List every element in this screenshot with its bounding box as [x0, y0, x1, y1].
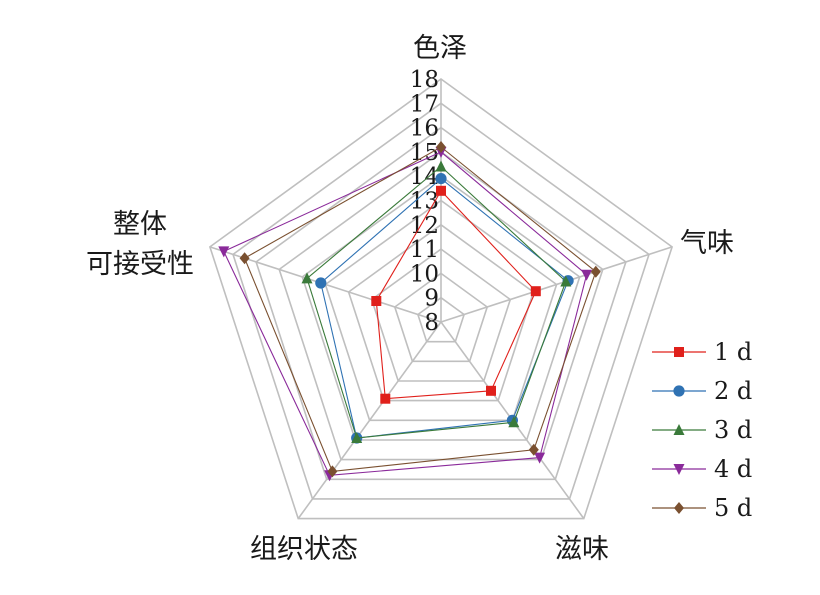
legend-marker [674, 347, 684, 357]
data-point [508, 416, 520, 428]
data-point [218, 246, 230, 258]
grid-ring-14 [301, 175, 581, 441]
grid-ring-17 [232, 102, 650, 500]
data-point [239, 252, 250, 265]
data-point [528, 443, 539, 456]
tick-label: 18 [410, 67, 439, 93]
grid-ring-11 [370, 248, 512, 382]
series-line [223, 151, 588, 476]
data-point [590, 265, 601, 278]
data-point [530, 286, 541, 297]
data-point [371, 296, 382, 306]
tick-label: 12 [410, 213, 439, 239]
spoke-1 [440, 246, 673, 323]
data-point [301, 272, 313, 284]
data-point [435, 173, 447, 185]
series-5d [239, 141, 601, 478]
legend-label: 5 d [714, 494, 752, 522]
legend-label: 2 d [714, 377, 752, 405]
series-line [306, 165, 567, 439]
tick-label: 17 [410, 91, 439, 117]
data-point [436, 185, 446, 196]
legend-marker [673, 464, 685, 475]
data-point [486, 385, 496, 396]
grid-ring-9 [416, 296, 466, 343]
series-layer [218, 141, 601, 482]
grid-ring-10 [393, 272, 489, 363]
legend-entry: 4 d [652, 455, 752, 483]
legend-marker [674, 502, 684, 514]
tick-label: 16 [410, 116, 439, 142]
legend-entry: 1 d [652, 338, 752, 366]
data-point [436, 141, 446, 153]
legend: 1 d 2 d 3 d 4 d 5 d [652, 338, 752, 522]
axis-label: 色泽 [413, 33, 467, 64]
legend-entry: 2 d [652, 377, 752, 405]
grid-ring-16 [255, 126, 627, 481]
legend-entry: 3 d [652, 416, 752, 444]
data-point [351, 432, 363, 443]
legend-entry: 5 d [652, 494, 752, 522]
axis-label: 气味 [680, 228, 734, 259]
tick-label: 8 [424, 310, 439, 336]
data-point [581, 269, 593, 281]
data-point [327, 465, 338, 478]
data-point [560, 275, 572, 287]
grid-ring-12 [347, 223, 535, 402]
legend-label: 4 d [714, 455, 752, 483]
axis-label: 滋味 [555, 534, 609, 565]
data-point [534, 452, 546, 464]
grid-ring-18 [208, 78, 674, 520]
series-line [375, 189, 537, 400]
data-point [315, 277, 327, 289]
axis-label: 组织状态 [250, 534, 358, 565]
series-1d [371, 185, 541, 404]
legend-marker [673, 385, 685, 397]
legend-label: 1 d [714, 338, 752, 366]
axis-label-line: 可接受性 [86, 249, 194, 280]
axis-label-line: 整体 [113, 209, 167, 240]
grid-ring-13 [324, 199, 558, 422]
spoke-3 [297, 321, 442, 520]
series-3d [301, 160, 572, 443]
tick-label: 14 [410, 164, 439, 190]
legend-marker [673, 424, 685, 435]
series-line [243, 146, 597, 472]
tick-label: 11 [410, 237, 439, 263]
tick-label: 10 [410, 261, 439, 287]
axis-label: 整体可接受性 [86, 209, 194, 280]
legend-label: 3 d [714, 416, 752, 444]
data-point [435, 160, 447, 172]
data-point [380, 393, 391, 404]
tick-label: 9 [424, 286, 439, 312]
